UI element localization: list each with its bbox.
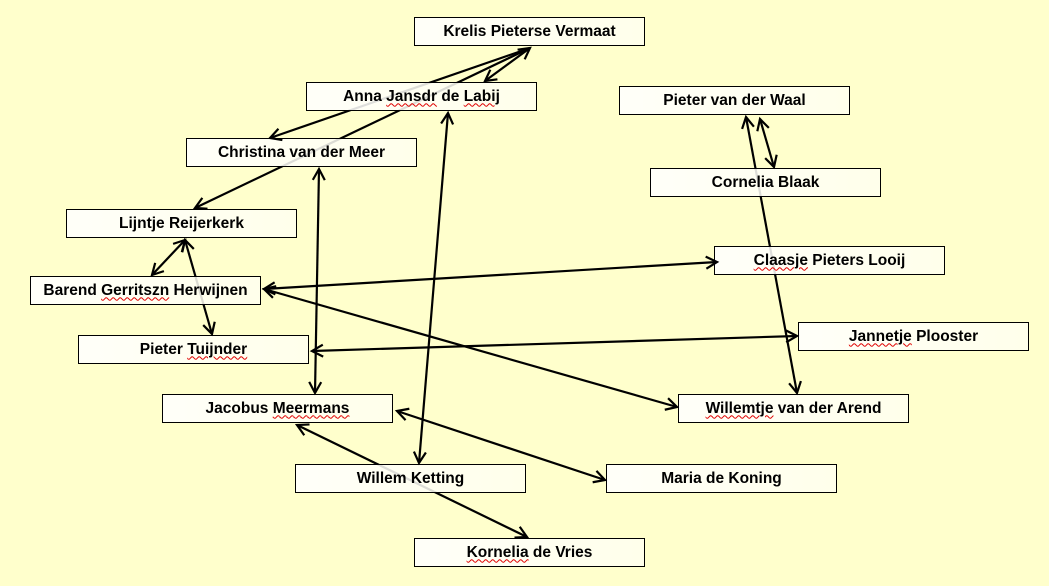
edge-jacobus-maria [396, 409, 606, 482]
spellcheck-word: Labij [463, 87, 500, 105]
node-maria[interactable]: Maria de Koning [606, 464, 837, 493]
node-label: Willemtje van der Arend [705, 399, 882, 417]
node-label: Anna Jansdr de Labij [343, 87, 500, 105]
node-kornelia[interactable]: Kornelia de Vries [414, 538, 645, 567]
edge-anna-willem [417, 112, 450, 464]
node-anna[interactable]: Anna Jansdr de Labij [306, 82, 537, 111]
spellcheck-word: Tuijnder [187, 340, 248, 358]
node-lijntje[interactable]: Lijntje Reijerkerk [66, 209, 297, 238]
node-label: Kornelia de Vries [466, 543, 593, 561]
node-label: Christina van der Meer [217, 143, 386, 161]
node-krelis[interactable]: Krelis Pieterse Vermaat [414, 17, 645, 46]
node-label: Willem Ketting [356, 469, 465, 487]
spellcheck-word: Claasje [753, 251, 808, 269]
edge-christina-jacobus [313, 168, 321, 394]
edge-lijntje-barend [151, 239, 186, 276]
node-label: Pieter van der Waal [663, 91, 806, 109]
node-cornelia[interactable]: Cornelia Blaak [650, 168, 881, 197]
node-label: Pieter Tuijnder [139, 340, 248, 358]
node-barend[interactable]: Barend Gerritszn Herwijnen [30, 276, 261, 305]
spellcheck-word: Willemtje [705, 399, 774, 417]
node-label: Claasje Pieters Looij [753, 251, 906, 269]
spellcheck-word: Meermans [272, 399, 350, 417]
edge-krelis-lijntje [194, 47, 531, 209]
spellcheck-word: Jansdr [386, 87, 438, 105]
edge-krelis-anna [484, 47, 531, 82]
spellcheck-word: Gerritszn [101, 281, 170, 299]
node-willemtje[interactable]: Willemtje van der Arend [678, 394, 909, 423]
node-label: Cornelia Blaak [711, 173, 820, 191]
node-christina[interactable]: Christina van der Meer [186, 138, 417, 167]
node-jacobus[interactable]: Jacobus Meermans [162, 394, 393, 423]
spellcheck-word: Jannetje [848, 327, 912, 345]
node-pvdwaal[interactable]: Pieter van der Waal [619, 86, 850, 115]
node-label: Jannetje Plooster [848, 327, 979, 345]
node-label: Krelis Pieterse Vermaat [443, 22, 616, 40]
edge-barend-claasje [263, 260, 718, 291]
edge-tuijnder-jannetje [311, 334, 798, 353]
node-label: Maria de Koning [661, 469, 782, 487]
node-jannetje[interactable]: Jannetje Plooster [798, 322, 1029, 351]
node-label: Barend Gerritszn Herwijnen [43, 281, 248, 299]
node-label: Lijntje Reijerkerk [119, 214, 244, 232]
node-label: Jacobus Meermans [205, 399, 350, 417]
edge-pvdwaal-cornelia [758, 118, 776, 168]
spellcheck-word: Kornelia [466, 543, 529, 561]
node-claasje[interactable]: Claasje Pieters Looij [714, 246, 945, 275]
node-tuijnder[interactable]: Pieter Tuijnder [78, 335, 309, 364]
node-willem[interactable]: Willem Ketting [295, 464, 526, 493]
edge-barend-willemtje [263, 287, 678, 409]
